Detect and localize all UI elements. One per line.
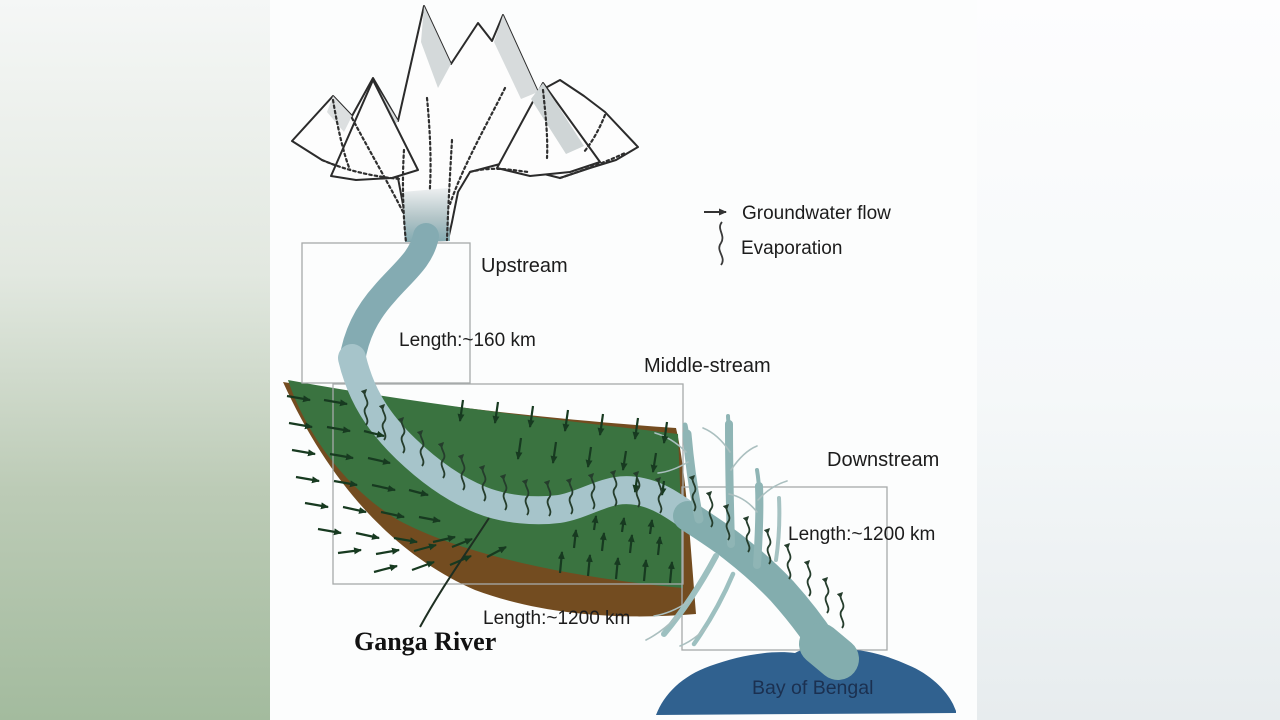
legend-groundwater-label: Groundwater flow bbox=[742, 203, 891, 224]
upstream-river bbox=[339, 223, 439, 374]
middle-stream-label: Middle-stream bbox=[644, 355, 771, 377]
legend-evaporation-label: Evaporation bbox=[741, 238, 842, 259]
upstream-label: Upstream bbox=[481, 255, 568, 277]
peak-shading bbox=[421, 6, 451, 88]
tributary-branch bbox=[725, 420, 735, 548]
left-letterbox-panel bbox=[0, 0, 270, 720]
delta-branch bbox=[691, 571, 736, 647]
diagram-area: Groundwater flow Evaporation Upstream Le… bbox=[270, 0, 977, 720]
ganga-river-leader-line bbox=[419, 517, 490, 628]
valley-ridge-lines bbox=[350, 116, 406, 216]
middle-stream-length-label: Length:~1200 km bbox=[483, 608, 630, 629]
right-letterbox-panel bbox=[977, 0, 1280, 720]
middle-river bbox=[338, 344, 702, 530]
downstream-region-box bbox=[681, 486, 888, 651]
foreground-peak-left bbox=[330, 79, 419, 181]
bay-of-bengal bbox=[656, 647, 956, 715]
ganga-river-label: Ganga River bbox=[354, 627, 496, 656]
legend: Groundwater flow Evaporation bbox=[704, 203, 891, 266]
downstream-label: Downstream bbox=[827, 449, 939, 471]
glacier-valley bbox=[402, 188, 450, 242]
downstream-river bbox=[645, 414, 859, 680]
downstream-length-label: Length:~1200 km bbox=[788, 524, 935, 545]
upstream-region-box bbox=[301, 242, 471, 384]
upstream-length-label: Length:~160 km bbox=[399, 330, 536, 351]
bay-of-bengal-label: Bay of Bengal bbox=[752, 677, 873, 699]
delta-branch bbox=[661, 553, 719, 637]
ganga-river-diagram: Groundwater flow Evaporation Upstream Le… bbox=[283, 5, 956, 715]
middle-stream-region-box bbox=[332, 383, 684, 585]
evaporation-wave-icon bbox=[718, 221, 724, 266]
groundwater-arrows bbox=[286, 394, 675, 584]
mountain-range bbox=[291, 5, 639, 244]
